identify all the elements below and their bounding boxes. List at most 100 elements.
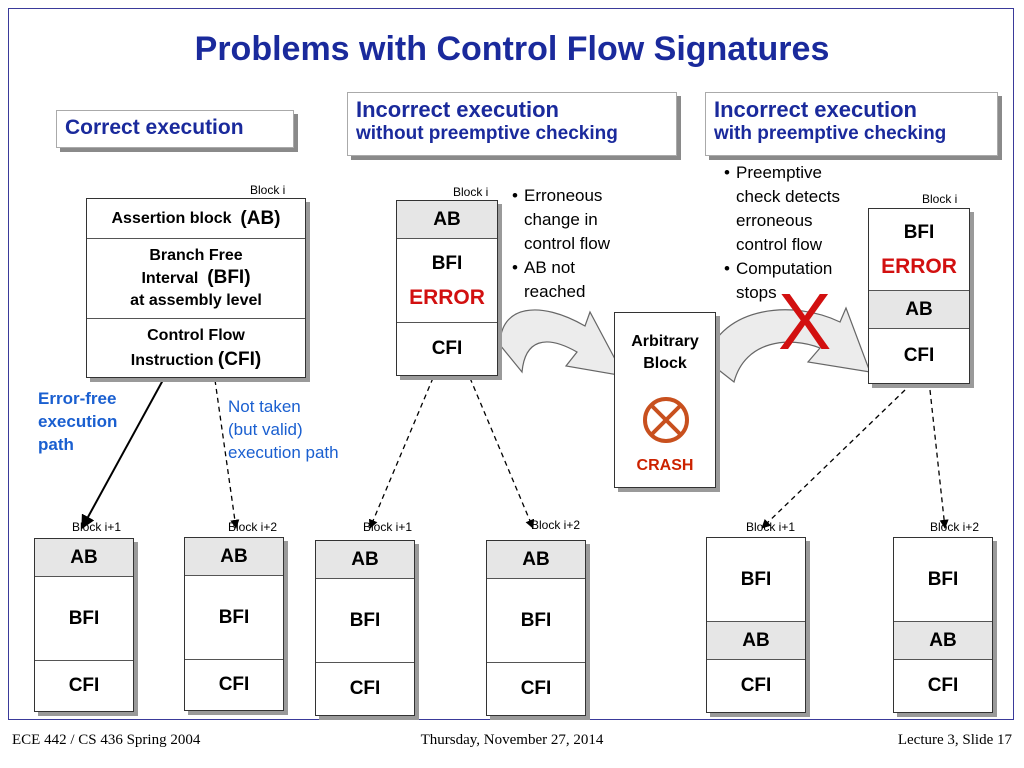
correct-i2-bfi: BFI — [185, 576, 283, 660]
correct-i1-ab: AB — [35, 539, 133, 577]
arbitrary-line1: Arbitrary — [631, 333, 699, 350]
slide-title: Problems with Control Flow Signatures — [194, 30, 830, 68]
block-i2-tag-without: Block i+2 — [531, 518, 581, 532]
with-i2-ab: AB — [894, 622, 992, 660]
cfi-abbr: (CFI) — [217, 348, 262, 370]
block-i1-tag-without: Block i+1 — [363, 520, 413, 534]
bfi-line2: Interval — [141, 270, 199, 287]
block-i2-tag-with: Block i+2 — [930, 520, 980, 534]
header-without-line2: without preemptive checking — [356, 123, 618, 144]
with-block-i: BFI ERROR AB CFI — [868, 208, 970, 384]
not-taken-line3: execution path — [228, 443, 339, 462]
bullet-w1-line1: Erroneous — [524, 186, 603, 205]
with-i2-cfi: CFI — [927, 675, 959, 696]
header-correct-label: Correct execution — [65, 116, 244, 139]
with-to-i1-arrow — [761, 389, 906, 529]
header-without-preemptive: Incorrect execution without preemptive c… — [347, 92, 677, 156]
correct-i2-cfi: CFI — [218, 674, 250, 695]
without-bfi: BFI — [431, 252, 463, 274]
curved-arrow-to-with-block — [705, 306, 871, 384]
error-free-arrow — [81, 379, 164, 530]
block-i1-tag-with: Block i+1 — [746, 520, 796, 534]
bullets-without: • Erroneous change in control flow • AB … — [512, 186, 610, 301]
without-i2-bfi: BFI — [487, 579, 585, 663]
stop-x-mark: X — [778, 277, 832, 366]
without-i1-cfi: CFI — [349, 678, 381, 699]
bullet-p1-line2: check detects — [736, 187, 840, 206]
error-free-line1: Error-free — [38, 389, 117, 408]
header-correct-execution: Correct execution — [56, 110, 294, 148]
block-i1-tag-correct: Block i+1 — [72, 520, 122, 534]
without-to-i1-arrow — [368, 377, 434, 529]
bullet-w1-line3: control flow — [524, 234, 610, 253]
with-block-i1: BFI AB CFI — [706, 537, 806, 713]
correct-i1-cfi: CFI — [68, 675, 100, 696]
with-ab: AB — [869, 291, 969, 329]
with-bfi-error-cell: BFI ERROR — [869, 209, 969, 291]
bullet-p2-line1: Computation — [736, 259, 833, 278]
with-cfi: CFI — [903, 345, 935, 366]
bullet-w2-line2: reached — [524, 282, 586, 301]
without-block-i1: AB BFI CFI — [315, 540, 415, 716]
without-bfi-error-cell: BFI ERROR — [397, 239, 497, 323]
with-bfi: BFI — [903, 221, 935, 243]
crash-label: CRASH — [636, 457, 694, 474]
without-block-i2: AB BFI CFI — [486, 540, 586, 716]
arbitrary-line2: Block — [643, 355, 687, 372]
cfi-line2: Instruction — [130, 351, 214, 369]
with-i1-ab: AB — [707, 622, 805, 660]
header-with-line1: Incorrect execution — [714, 97, 917, 122]
without-i2-cfi: CFI — [520, 678, 552, 699]
block-i2-tag-correct: Block i+2 — [228, 520, 278, 534]
with-i1-cfi: CFI — [740, 675, 772, 696]
error-free-note: Error-free execution path — [38, 387, 117, 456]
with-i1-bfi: BFI — [707, 538, 805, 622]
assertion-block-abbr: (AB) — [240, 207, 281, 229]
error-free-line2: execution — [38, 412, 118, 431]
with-block-i2: BFI AB CFI — [893, 537, 993, 713]
bullet-p1-line4: control flow — [736, 235, 822, 254]
not-taken-note: Not taken (but valid) execution path — [228, 395, 339, 464]
footer-left: ECE 442 / CS 436 Spring 2004 — [12, 732, 201, 748]
block-i-tag-with: Block i — [922, 192, 958, 206]
main-block: Assertion block (AB) Branch Free Interva… — [86, 198, 306, 378]
correct-block-i2: AB BFI CFI — [184, 537, 284, 711]
bullet-p1-line3: erroneous — [736, 211, 813, 230]
bfi-line1: Branch Free — [149, 247, 243, 264]
assertion-block-cell: Assertion block (AB) — [87, 199, 305, 239]
header-without-line1: Incorrect execution — [356, 97, 559, 122]
slide-frame — [8, 8, 1014, 720]
without-i1-bfi: BFI — [316, 579, 414, 663]
footer-center: Thursday, November 27, 2014 — [420, 732, 604, 748]
not-taken-line1: Not taken — [228, 397, 301, 416]
correct-i2-ab: AB — [185, 538, 283, 576]
footer-right: Lecture 3, Slide 17 — [897, 732, 1012, 748]
correct-i1-bfi: BFI — [35, 577, 133, 661]
bullet-p2-line2: stops — [736, 283, 777, 302]
with-to-i2-arrow — [929, 389, 949, 529]
with-i2-bfi: BFI — [894, 538, 992, 622]
block-i-tag-correct: Block i — [250, 183, 286, 197]
with-error: ERROR — [881, 254, 957, 278]
without-i1-ab: AB — [316, 541, 414, 579]
block-i-tag-without: Block i — [453, 185, 489, 199]
cfi-line1: Control Flow — [147, 326, 245, 344]
not-taken-line2: (but valid) — [228, 420, 303, 439]
bullet-w2-line1: AB not — [524, 258, 576, 277]
bfi-cell: Branch Free Interval (BFI) at assembly l… — [87, 239, 305, 319]
bullet-w1-line2: change in — [524, 210, 598, 229]
arbitrary-label: Arbitrary Block — [615, 331, 715, 375]
crash-icon — [643, 397, 689, 443]
without-block-i: AB BFI ERROR CFI — [396, 200, 498, 376]
cfi-cell: Control Flow Instruction (CFI) — [87, 319, 305, 377]
curved-arrow-to-arbitrary — [499, 309, 626, 377]
bfi-abbr: (BFI) — [207, 267, 251, 288]
without-ab: AB — [397, 201, 497, 239]
bullet-p1-line1: Preemptive — [736, 163, 822, 182]
header-with-line2: with preemptive checking — [714, 123, 947, 144]
header-with-preemptive: Incorrect execution with preemptive chec… — [705, 92, 998, 156]
without-i2-ab: AB — [487, 541, 585, 579]
without-error: ERROR — [409, 285, 485, 309]
assertion-block-label: Assertion block — [111, 209, 232, 227]
